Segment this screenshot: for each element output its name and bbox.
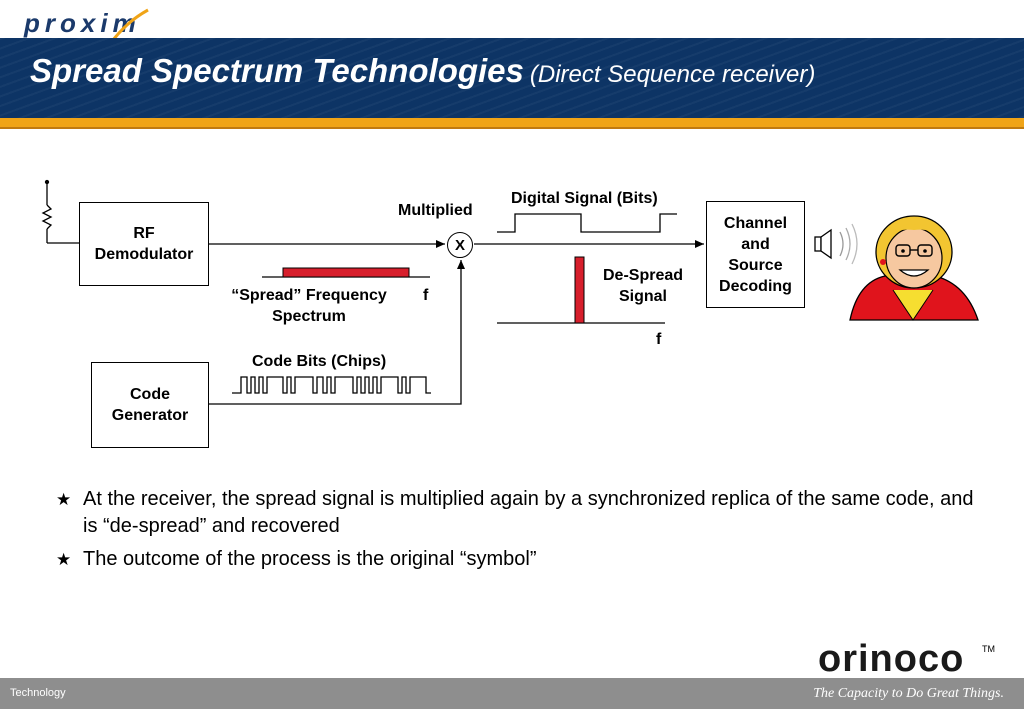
- despread-axis-f-label: f: [656, 331, 662, 348]
- title-accent-shadow: [0, 127, 1024, 129]
- title-accent-stripe: [0, 118, 1024, 127]
- star-bullet-icon: ★: [56, 550, 72, 569]
- antenna-icon: [41, 179, 79, 244]
- bullet-text: At the receiver, the spread signal is mu…: [83, 488, 974, 537]
- multiplied-label: Multiplied: [398, 202, 473, 219]
- star-bullet-icon: ★: [56, 490, 72, 509]
- footer-section-label: Technology: [10, 687, 66, 699]
- rf-demodulator-box: RF Demodulator: [79, 202, 209, 286]
- spread-spectrum-bar: [282, 267, 410, 278]
- listener-person-icon: [849, 215, 979, 321]
- bullet-item: ★ At the receiver, the spread signal is …: [56, 486, 986, 540]
- despread-bar: [574, 256, 585, 324]
- trademark-mark: TM: [982, 644, 995, 654]
- code-chips-waveform: [232, 376, 431, 394]
- footer-bar: Technology The Capacity to Do Great Thin…: [0, 678, 1024, 709]
- title-main: Spread Spectrum Technologies: [30, 52, 524, 89]
- title-subtitle: (Direct Sequence receiver): [529, 61, 816, 88]
- title-bar: [0, 38, 1024, 118]
- digital-signal-label: Digital Signal (Bits): [511, 190, 658, 207]
- page-title: Spread Spectrum Technologies(Direct Sequ…: [30, 52, 815, 90]
- orinoco-logo-text: orinoco: [818, 638, 965, 680]
- orinoco-logo: orinoco TM: [818, 638, 998, 680]
- digital-signal-waveform: [497, 213, 677, 233]
- bullet-text: The outcome of the process is the origin…: [83, 548, 537, 570]
- bullet-list: ★ At the receiver, the spread signal is …: [56, 486, 986, 579]
- code-bits-label: Code Bits (Chips): [252, 353, 387, 370]
- footer-tagline: The Capacity to Do Great Things.: [813, 686, 1004, 701]
- spread-spectrum-label: “Spread” Frequency Spectrum: [231, 287, 387, 325]
- code-generator-box: Code Generator: [91, 362, 209, 448]
- bullet-item: ★ The outcome of the process is the orig…: [56, 546, 986, 573]
- codegen-to-multiplier-arrow: [209, 260, 465, 405]
- despread-label: De-Spread Signal: [602, 267, 684, 305]
- speaker-icon: [814, 223, 858, 265]
- multiplier-symbol: X: [447, 232, 473, 258]
- spread-axis-f-label: f: [423, 287, 429, 304]
- channel-decoding-box: Channel and Source Decoding: [706, 201, 805, 308]
